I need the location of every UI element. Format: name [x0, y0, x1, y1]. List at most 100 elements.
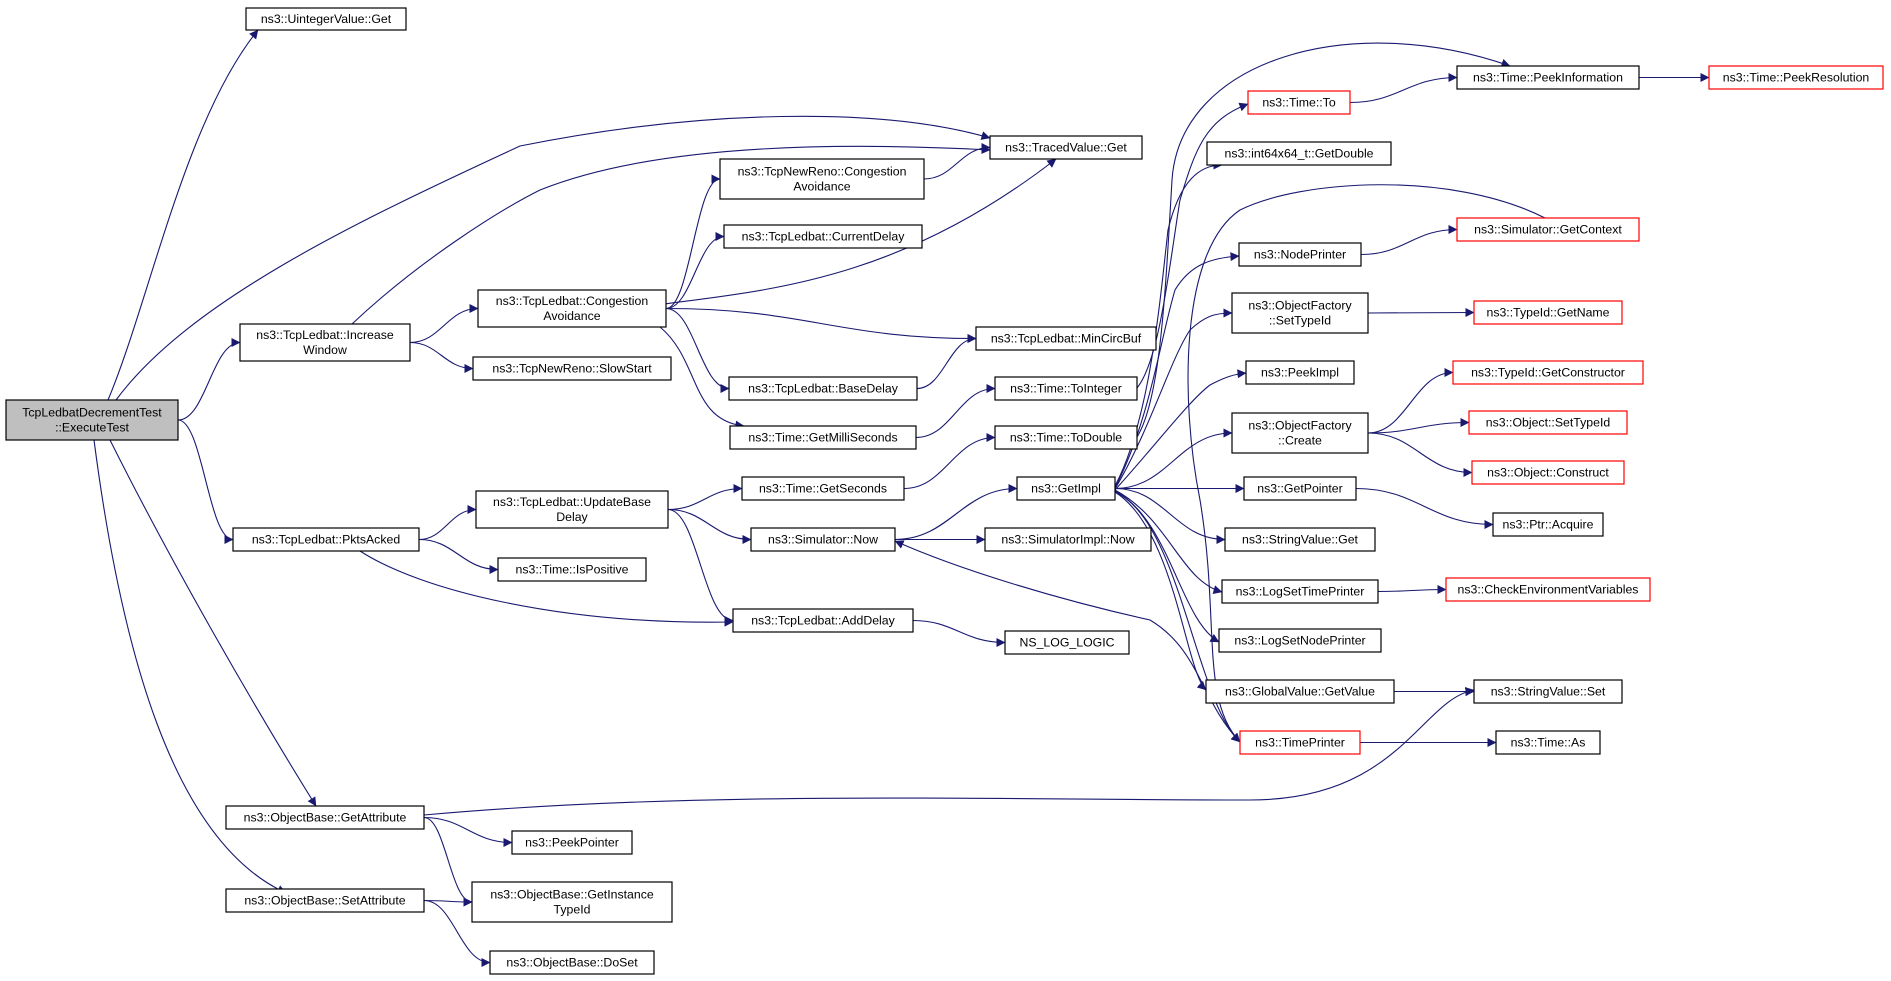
- node-label: ::SetTypeId: [1269, 314, 1331, 328]
- call-edge-root-to-pkts: [177, 419, 234, 544]
- node-label: ns3::ObjectFactory: [1248, 419, 1352, 433]
- function-node-doset[interactable]: ns3::ObjectBase::DoSet: [489, 950, 655, 975]
- node-box: [477, 289, 667, 328]
- function-node-getimpl[interactable]: ns3::GetImpl: [1016, 476, 1116, 501]
- function-node-ispos[interactable]: ns3::Time::IsPositive: [497, 557, 647, 582]
- node-label: ns3::Time::PeekResolution: [1723, 71, 1870, 85]
- function-node-ofcreate[interactable]: ns3::ObjectFactory::Create: [1231, 412, 1369, 454]
- function-node-todouble[interactable]: ns3::Time::ToDouble: [994, 425, 1138, 450]
- node-label: ns3::Object::Construct: [1487, 466, 1609, 480]
- function-node-ptracq[interactable]: ns3::Ptr::Acquire: [1492, 512, 1604, 537]
- node-label: ns3::ObjectBase::GetInstance: [490, 888, 654, 902]
- node-label: ns3::ObjectBase::SetAttribute: [244, 894, 405, 908]
- node-box: [1473, 679, 1623, 704]
- function-node-getpointer[interactable]: ns3::GetPointer: [1243, 476, 1357, 501]
- function-node-setattr[interactable]: ns3::ObjectBase::SetAttribute: [225, 888, 425, 913]
- node-box: [471, 881, 673, 923]
- function-node-peekptr[interactable]: ns3::PeekPointer: [511, 830, 633, 855]
- call-edge-getctx-to-timeprinter: [1187, 184, 1546, 743]
- node-box: [1205, 679, 1395, 704]
- function-node-strget[interactable]: ns3::StringValue::Get: [1224, 527, 1376, 552]
- function-node-tidctor[interactable]: ns3::TypeId::GetConstructor: [1452, 360, 1644, 385]
- node-label: ns3::TcpLedbat::PktsAcked: [252, 533, 400, 547]
- call-edge-basedelay-to-mincirc: [916, 334, 977, 390]
- function-node-peekres[interactable]: ns3::Time::PeekResolution: [1708, 65, 1884, 90]
- call-edge-getattr-to-getinst: [423, 816, 473, 907]
- node-box: [741, 476, 905, 501]
- function-node-objconstruct[interactable]: ns3::Object::Construct: [1471, 460, 1625, 485]
- function-node-uintget[interactable]: ns3::UintegerValue::Get: [245, 7, 407, 31]
- node-box: [511, 830, 633, 855]
- function-node-curdelay[interactable]: ns3::TcpLedbat::CurrentDelay: [723, 224, 923, 249]
- function-node-toint[interactable]: ns3::Time::ToInteger: [994, 376, 1138, 401]
- function-node-logtime[interactable]: ns3::LogSetTimePrinter: [1221, 579, 1379, 604]
- function-node-gvget[interactable]: ns3::GlobalValue::GetValue: [1205, 679, 1395, 704]
- function-node-basedelay[interactable]: ns3::TcpLedbat::BaseDelay: [728, 376, 918, 401]
- function-node-tidname[interactable]: ns3::TypeId::GetName: [1473, 300, 1623, 325]
- function-node-checkenv[interactable]: ns3::CheckEnvironmentVariables: [1445, 577, 1651, 602]
- function-node-timeas[interactable]: ns3::Time::As: [1495, 730, 1601, 755]
- call-edge-ledca-to-tracedget: [663, 158, 1057, 305]
- function-node-objsettype[interactable]: ns3::Object::SetTypeId: [1468, 410, 1628, 435]
- node-box: [1245, 360, 1355, 385]
- function-node-getms[interactable]: ns3::Time::GetMilliSeconds: [729, 425, 917, 450]
- function-node-int64[interactable]: ns3::int64x64_t::GetDouble: [1206, 141, 1392, 166]
- call-edge-updbase-to-simnow: [667, 508, 752, 544]
- function-node-root[interactable]: TcpLedbatDecrementTest::ExecuteTest: [5, 399, 179, 441]
- call-edge-root-to-tracedget: [115, 115, 991, 401]
- node-box: [719, 158, 925, 200]
- function-node-peekinfo[interactable]: ns3::Time::PeekInformation: [1456, 65, 1640, 90]
- node-box: [728, 376, 918, 401]
- node-label: ns3::GetPointer: [1257, 482, 1342, 496]
- node-label: ns3::PeekImpl: [1261, 366, 1339, 380]
- node-label: ::Create: [1278, 434, 1322, 448]
- function-node-strset[interactable]: ns3::StringValue::Set: [1473, 679, 1623, 704]
- call-edge-getimpl-to-timeprinter: [1114, 491, 1241, 743]
- node-label: ns3::ObjectBase::GetAttribute: [244, 811, 407, 825]
- node-label: ns3::TypeId::GetConstructor: [1471, 366, 1625, 380]
- call-edge-getimpl-to-strget: [1114, 487, 1226, 544]
- node-label: ns3::Time::PeekInformation: [1473, 71, 1623, 85]
- node-box: [1206, 141, 1392, 166]
- call-edge-ofcreate-to-objsettype: [1367, 418, 1470, 434]
- node-label: Avoidance: [793, 180, 850, 194]
- call-edge-getimpl-to-ofsettype: [1114, 308, 1233, 490]
- function-node-adddelay[interactable]: ns3::TcpLedbat::AddDelay: [732, 608, 914, 633]
- function-node-peekimpl[interactable]: ns3::PeekImpl: [1245, 360, 1355, 385]
- node-label: ns3::LogSetTimePrinter: [1236, 585, 1365, 599]
- call-edge-ledca-to-basedelay: [665, 307, 730, 393]
- function-node-slowstart[interactable]: ns3::TcpNewReno::SlowStart: [472, 356, 672, 381]
- node-box: [1224, 527, 1376, 552]
- function-node-mincirc[interactable]: ns3::TcpLedbat::MinCircBuf: [975, 326, 1157, 351]
- call-edge-ofcreate-to-tidctor: [1367, 368, 1454, 434]
- function-node-getctx[interactable]: ns3::Simulator::GetContext: [1456, 217, 1640, 242]
- function-node-simnow[interactable]: ns3::Simulator::Now: [750, 527, 896, 552]
- function-node-ofsettype[interactable]: ns3::ObjectFactory::SetTypeId: [1231, 292, 1369, 334]
- function-node-timeprinter[interactable]: ns3::TimePrinter: [1239, 730, 1361, 755]
- node-box: [984, 527, 1152, 552]
- call-edge-ledca-to-renoca: [665, 174, 721, 310]
- node-label: ns3::Simulator::GetContext: [1474, 223, 1622, 237]
- node-box: [1708, 65, 1884, 90]
- function-node-nslog[interactable]: NS_LOG_LOGIC: [1004, 630, 1130, 655]
- node-box: [994, 425, 1138, 450]
- function-node-simimplnow[interactable]: ns3::SimulatorImpl::Now: [984, 527, 1152, 552]
- function-node-tracedget[interactable]: ns3::TracedValue::Get: [989, 135, 1143, 160]
- node-label: ns3::StringValue::Set: [1491, 685, 1606, 699]
- node-label: ns3::Time::GetSeconds: [759, 482, 887, 496]
- call-edge-ledca-to-getms: [659, 326, 745, 430]
- function-node-nodeprinter[interactable]: ns3::NodePrinter: [1238, 242, 1362, 267]
- call-edge-incwin-to-slowstart: [409, 341, 474, 373]
- function-node-getattr[interactable]: ns3::ObjectBase::GetAttribute: [225, 805, 425, 830]
- call-edge-root-to-getattr: [109, 439, 317, 807]
- function-node-timeto[interactable]: ns3::Time::To: [1247, 90, 1351, 115]
- function-node-lognode[interactable]: ns3::LogSetNodePrinter: [1218, 628, 1382, 653]
- function-node-pkts[interactable]: ns3::TcpLedbat::PktsAcked: [232, 527, 420, 552]
- function-node-getsec[interactable]: ns3::Time::GetSeconds: [741, 476, 905, 501]
